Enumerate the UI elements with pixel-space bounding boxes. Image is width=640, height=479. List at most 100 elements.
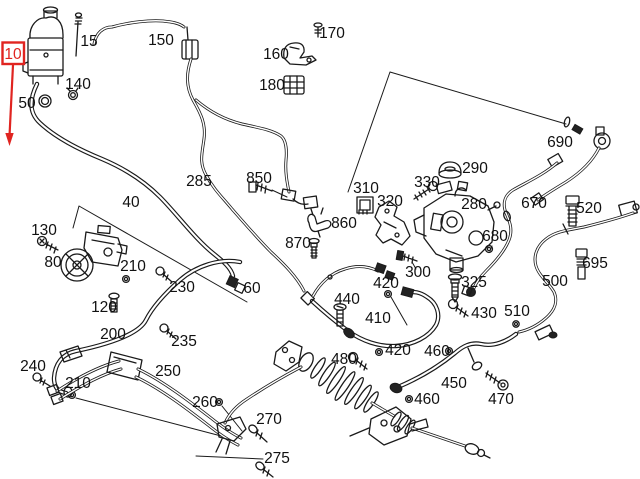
- fitting-60: [225, 275, 246, 294]
- bolt-695: [575, 248, 588, 280]
- bolt-300: [395, 250, 418, 264]
- part-label-210[interactable]: 210: [65, 375, 91, 392]
- tie-rod-end: [464, 443, 491, 459]
- part-label-695[interactable]: 695: [582, 255, 608, 272]
- part-label-420[interactable]: 420: [385, 342, 411, 359]
- part-label-60[interactable]: 60: [243, 280, 261, 297]
- part-label-290[interactable]: 290: [462, 160, 488, 177]
- bolt-870: [308, 237, 320, 259]
- leader-lines: [72, 71, 567, 460]
- part-label-520[interactable]: 520: [576, 200, 602, 217]
- hose-410: [300, 286, 441, 349]
- part-label-325[interactable]: 325: [461, 274, 487, 291]
- bolt-235: [159, 323, 177, 340]
- washer-420-lower: [374, 347, 384, 357]
- part-label-860[interactable]: 860: [331, 215, 357, 232]
- washer-420-upper: [383, 289, 393, 299]
- fitting-cluster-850: [280, 188, 319, 210]
- block-180: [283, 75, 305, 95]
- part-label-285[interactable]: 285: [186, 173, 212, 190]
- part-label-240[interactable]: 240: [20, 358, 46, 375]
- part-label-80[interactable]: 80: [44, 254, 62, 271]
- highlight-box: [1, 41, 26, 66]
- clamp-50: [38, 94, 52, 108]
- fluid-reservoir: [22, 6, 64, 85]
- part-label-140[interactable]: 140: [65, 76, 91, 93]
- part-label-510[interactable]: 510: [504, 303, 530, 320]
- highlight-arrow-head: [5, 133, 14, 146]
- bolt-270: [248, 424, 268, 443]
- rack-left-end: [215, 416, 247, 455]
- highlight-arrow-line: [8, 64, 15, 137]
- bolt-240: [32, 372, 51, 387]
- part-label-130[interactable]: 130: [31, 222, 57, 239]
- part-label-310[interactable]: 310: [353, 180, 379, 197]
- bolt-325: [447, 273, 463, 303]
- part-label-150[interactable]: 150: [148, 32, 174, 49]
- part-label-50[interactable]: 50: [18, 95, 36, 112]
- washer-510: [512, 320, 520, 328]
- part-label-300[interactable]: 300: [405, 264, 431, 281]
- part-label-275[interactable]: 275: [264, 450, 290, 467]
- part-label-250[interactable]: 250: [155, 363, 181, 380]
- part-label-230[interactable]: 230: [169, 279, 195, 296]
- steering-gear-rack: [215, 340, 491, 459]
- washer-680: [484, 244, 494, 254]
- part-label-260[interactable]: 260: [192, 394, 218, 411]
- part-label-440[interactable]: 440: [334, 291, 360, 308]
- washer-210-a: [121, 274, 131, 284]
- part-label-10[interactable]: 10: [4, 46, 22, 63]
- screw-170: [313, 22, 323, 38]
- part-label-170[interactable]: 170: [319, 25, 345, 42]
- bolt-330: [413, 180, 439, 201]
- steering-pump-280: [413, 180, 501, 274]
- bolt-230: [155, 266, 173, 283]
- washer-460-a: [444, 346, 454, 356]
- return-hose-200: [51, 258, 243, 398]
- clamp-140: [66, 87, 79, 101]
- part-label-450[interactable]: 450: [441, 375, 467, 392]
- part-label-420[interactable]: 420: [373, 275, 399, 292]
- suction-hose-40: [29, 81, 236, 279]
- pipe-690: [529, 116, 611, 206]
- hose-670: [461, 152, 564, 297]
- part-label-160[interactable]: 160: [263, 46, 289, 63]
- part-label-330[interactable]: 330: [414, 174, 440, 191]
- part-label-460[interactable]: 460: [424, 343, 450, 360]
- part-label-15[interactable]: 15: [80, 33, 97, 50]
- bolt-275: [255, 461, 274, 478]
- bolt-480: [347, 351, 368, 371]
- part-label-670[interactable]: 670: [521, 195, 547, 212]
- part-number-labels: 10 15 140 50 150 160 170 180 690 285 40 130 80 210 230…: [4, 25, 608, 467]
- mount-290: [438, 161, 462, 179]
- part-label-270[interactable]: 270: [256, 411, 282, 428]
- part-label-210[interactable]: 210: [120, 258, 146, 275]
- part-label-500[interactable]: 500: [542, 273, 568, 290]
- part-label-280[interactable]: 280: [461, 196, 487, 213]
- bolt-850: [248, 181, 273, 194]
- part-label-480[interactable]: 480: [331, 351, 357, 368]
- bracket-320: [374, 200, 411, 246]
- part-label-870[interactable]: 870: [285, 235, 311, 252]
- part-label-690[interactable]: 690: [547, 134, 573, 151]
- part-label-320[interactable]: 320: [377, 193, 403, 210]
- part-label-850[interactable]: 850: [246, 170, 272, 187]
- part-label-430[interactable]: 430: [471, 305, 497, 322]
- bolt-520: [565, 195, 580, 227]
- bolt-120: [108, 292, 120, 313]
- part-label-200[interactable]: 200: [100, 326, 126, 343]
- part-label-235[interactable]: 235: [171, 333, 197, 350]
- part-label-40[interactable]: 40: [122, 194, 140, 211]
- bolt-440: [333, 303, 347, 327]
- part-label-680[interactable]: 680: [482, 228, 508, 245]
- part-label-470[interactable]: 470: [488, 391, 514, 408]
- part-label-460[interactable]: 460: [414, 391, 440, 408]
- part-label-120[interactable]: 120: [91, 299, 117, 316]
- module-310: [356, 196, 374, 215]
- part-label-180[interactable]: 180: [259, 77, 285, 94]
- hose-450: [389, 331, 519, 394]
- selected-part-highlight: [1, 41, 26, 146]
- part-label-410[interactable]: 410: [365, 310, 391, 327]
